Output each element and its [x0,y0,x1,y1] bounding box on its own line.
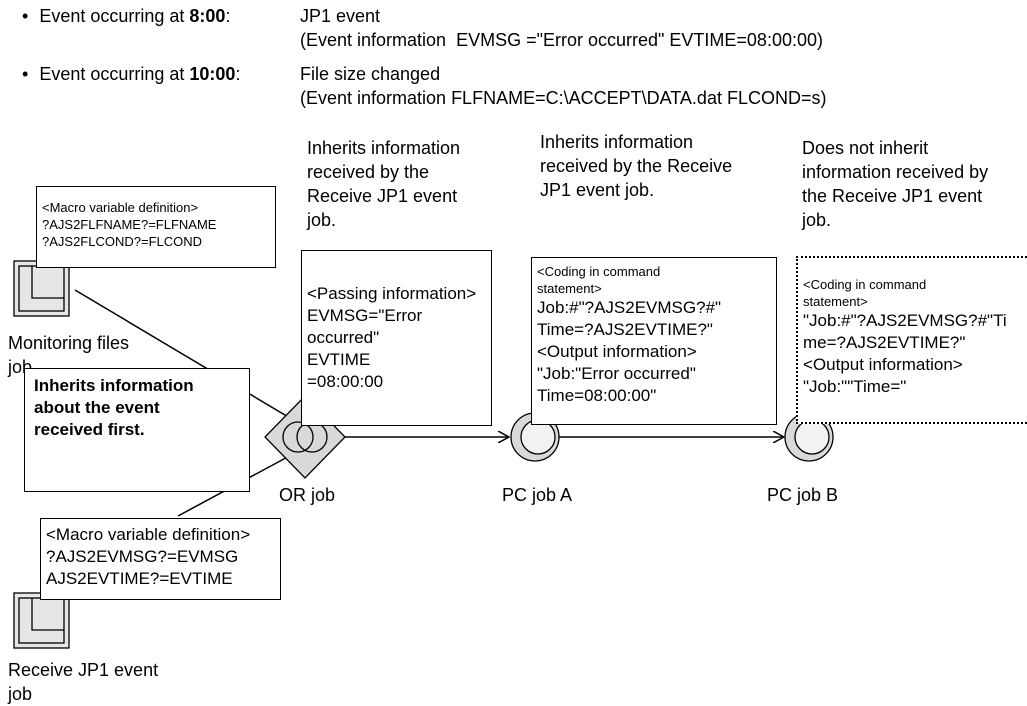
monitor-to-or-arrow [74,289,295,421]
receive-job-icon [13,592,70,649]
or-inherits-annotation: Inherits information received by the Rec… [307,138,461,230]
event1-label: • Event occurring at 8:00: [22,6,231,26]
macro-definition-receive-box: <Macro variable definition> ?AJS2EVMSG?=… [40,518,281,600]
pcA-coding-box: <Coding in command statement> Job:#"?AJS… [531,257,777,425]
pc-job-b-label: PC job B [767,485,839,505]
passing-information-box: <Passing information> EVMSG="Error occur… [301,250,492,426]
pc-job-a-label: PC job A [502,485,573,505]
event1-description: JP1 event (Event information EVMSG ="Err… [300,6,823,50]
event2-label: • Event occurring at 10:00: [22,64,241,84]
event2-description: File size changed (Event information FLF… [300,64,827,108]
pcB-not-inherit-annotation: Does not inherit information received by… [802,138,989,230]
macro-definition-monitor-box: <Macro variable definition> ?AJS2FLFNAME… [36,186,276,268]
inherits-first-note: Inherits information about the event rec… [24,368,250,492]
pcA-inherits-annotation: Inherits information received by the Rec… [540,132,733,200]
monitoring-job-icon [13,260,70,317]
or-job-label: OR job [279,485,336,505]
pc-job-a-icon [510,412,560,462]
monitoring-files-job-label: Monitoring files job [8,333,130,377]
receive-jp1-event-job-label: Receive JP1 event job [8,660,159,704]
pcB-coding-box: <Coding in command statement> "Job:#"?AJ… [796,256,1027,424]
